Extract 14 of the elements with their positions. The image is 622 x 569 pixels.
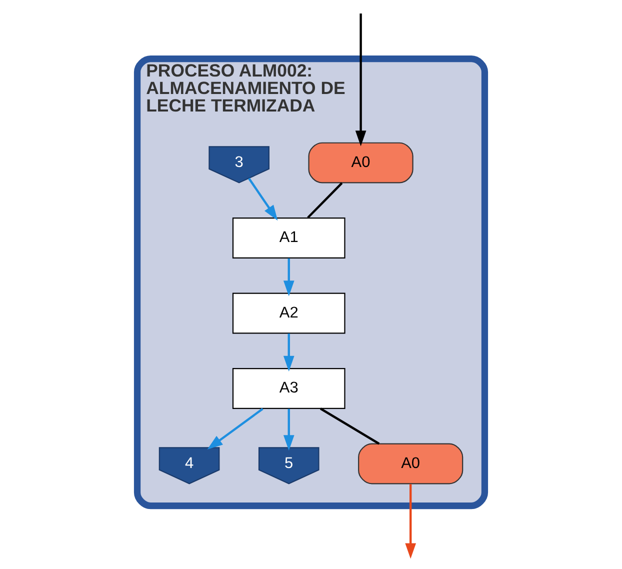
connector [320, 408, 380, 445]
arrow [405, 484, 416, 559]
node-box: A1 [232, 218, 346, 258]
node-box: A0 [308, 142, 414, 184]
arrow [248, 178, 278, 221]
arrow [207, 408, 264, 450]
arrow [355, 14, 366, 146]
arrow [283, 334, 294, 372]
node-box: A2 [232, 292, 346, 334]
connector [307, 182, 343, 218]
arrow [283, 258, 294, 296]
node-box: A3 [232, 368, 346, 409]
arrow [283, 408, 294, 451]
node-box: A0 [358, 443, 464, 484]
